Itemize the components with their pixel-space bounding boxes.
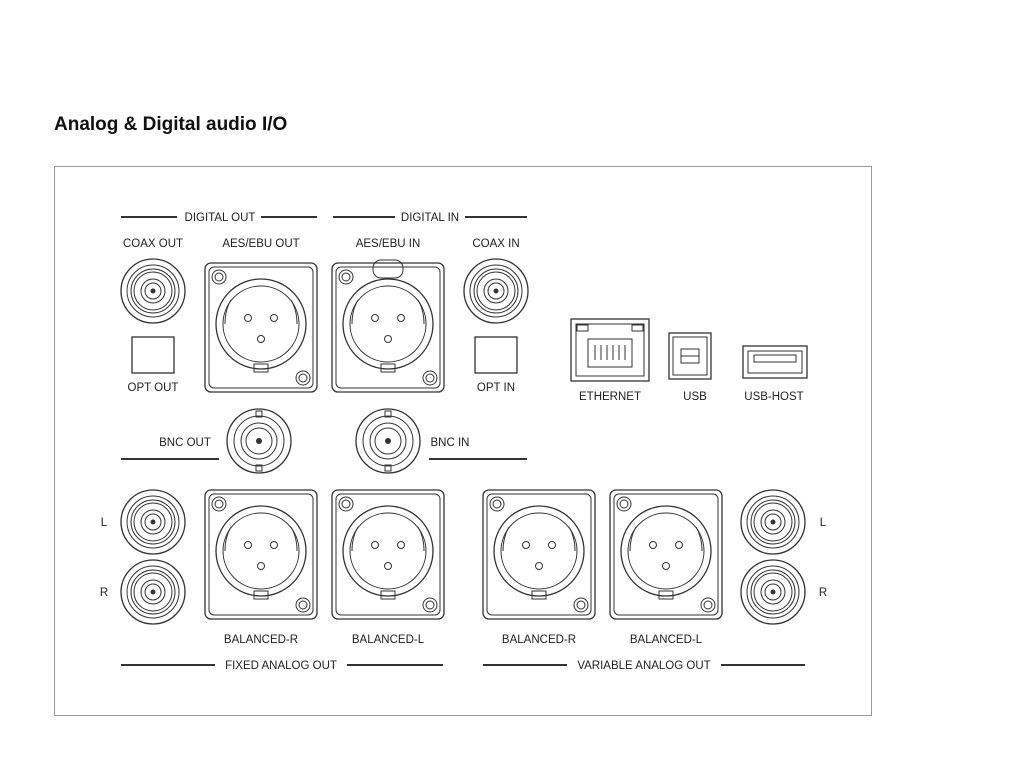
fixed-rca-l-connector (120, 489, 186, 555)
variable-analog-out-group-label: VARIABLE ANALOG OUT (483, 660, 805, 672)
variable-rca-l-connector (740, 489, 806, 555)
fixed-l-label: L (101, 517, 108, 529)
variable-rca-r-connector (740, 559, 806, 625)
fixed-balanced-l-label: BALANCED-L (352, 634, 425, 646)
variable-balanced-r-connector (482, 489, 596, 620)
bnc-out-connector (226, 408, 292, 474)
fixed-balanced-r-label: BALANCED-R (224, 634, 298, 646)
usb-host-label: USB-HOST (744, 391, 803, 403)
ethernet-label: ETHERNET (579, 391, 641, 403)
coax-in-connector (463, 258, 529, 324)
variable-balanced-l-label: BALANCED-L (630, 634, 703, 646)
ethernet-connector (570, 318, 650, 382)
coax-in-label: COAX IN (472, 238, 519, 250)
aes-ebu-out-label: AES/EBU OUT (222, 238, 299, 250)
fixed-balanced-r-connector (204, 489, 318, 620)
opt-in-connector (474, 336, 518, 374)
coax-out-connector (120, 258, 186, 324)
opt-out-label: OPT OUT (128, 382, 179, 394)
fixed-analog-out-group-label: FIXED ANALOG OUT (121, 660, 443, 672)
aes-ebu-out-connector (204, 262, 318, 393)
usb-label: USB (683, 391, 707, 403)
aes-ebu-in-connector (331, 259, 445, 393)
variable-r-label: R (819, 587, 827, 599)
coax-out-label: COAX OUT (123, 238, 183, 250)
bnc-out-label: BNC OUT (159, 437, 211, 449)
opt-in-label: OPT IN (477, 382, 515, 394)
variable-balanced-l-connector (609, 489, 723, 620)
bnc-in-connector (355, 408, 421, 474)
rear-panel: DIGITAL OUT DIGITAL IN COAX OUT AES/EBU … (54, 166, 872, 716)
variable-l-label: L (820, 517, 827, 529)
digital-out-label: DIGITAL OUT (185, 212, 256, 224)
page-title: Analog & Digital audio I/O (54, 114, 288, 135)
digital-out-group-label: DIGITAL OUT (121, 212, 317, 224)
opt-out-connector (131, 336, 175, 374)
rear-panel-diagram: DIGITAL OUT DIGITAL IN COAX OUT AES/EBU … (100, 212, 827, 672)
usb-host-connector (742, 345, 808, 379)
fixed-rca-r-connector (120, 559, 186, 625)
aes-ebu-in-label: AES/EBU IN (356, 238, 421, 250)
usb-connector (668, 332, 712, 380)
fixed-r-label: R (100, 587, 108, 599)
digital-in-label: DIGITAL IN (401, 212, 459, 224)
variable-analog-out-label: VARIABLE ANALOG OUT (577, 660, 710, 672)
fixed-analog-out-label: FIXED ANALOG OUT (225, 660, 337, 672)
bnc-in-label: BNC IN (431, 437, 470, 449)
digital-in-group-label: DIGITAL IN (333, 212, 527, 224)
fixed-balanced-l-connector (331, 489, 445, 620)
variable-balanced-r-label: BALANCED-R (502, 634, 576, 646)
